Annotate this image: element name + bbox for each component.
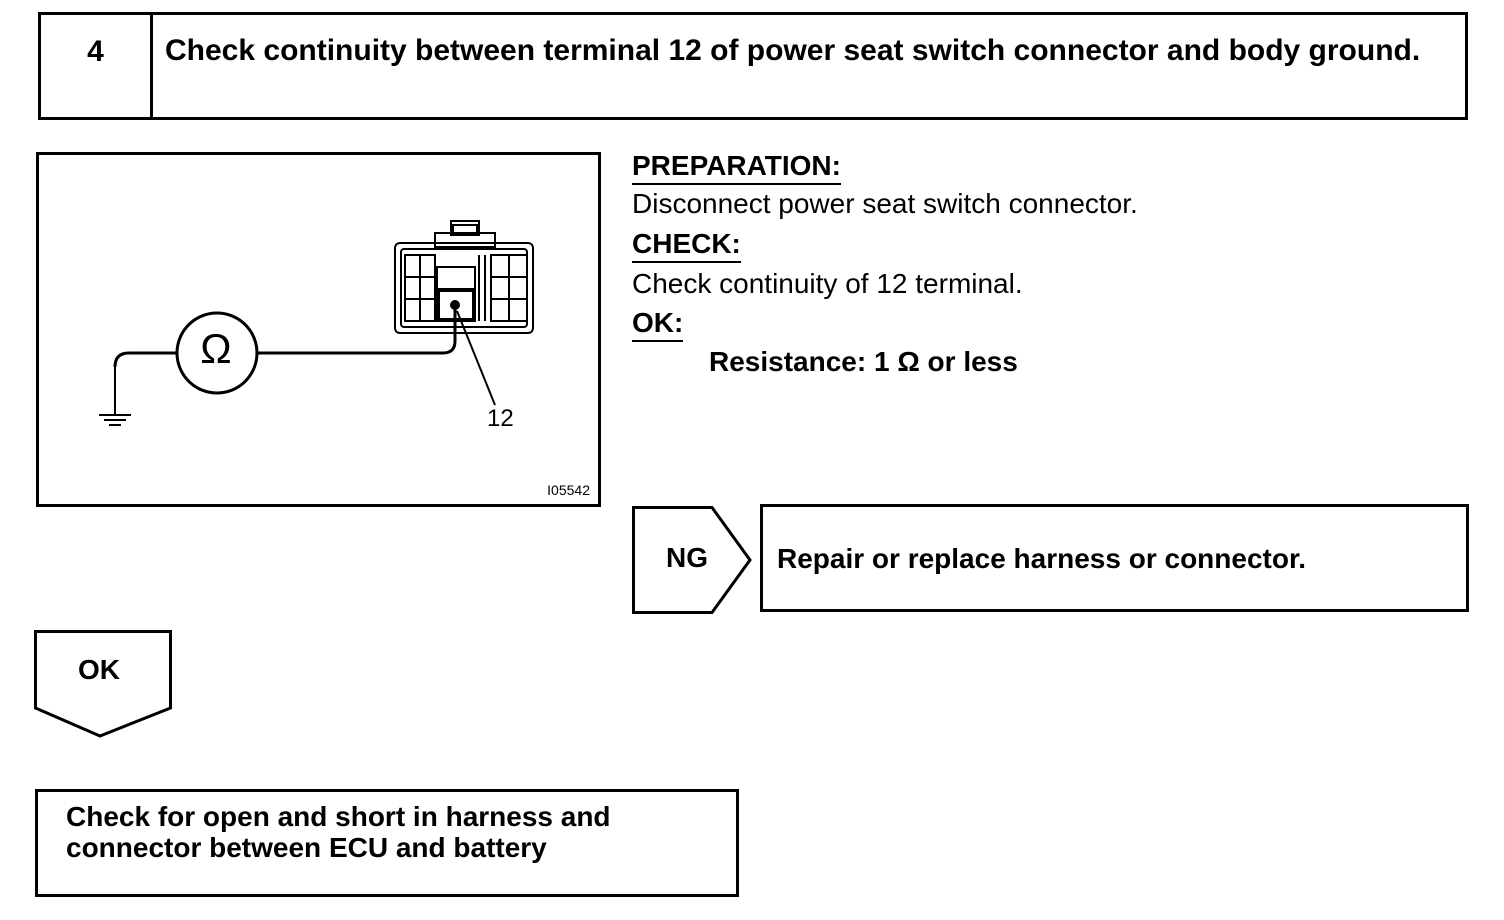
step-title: Check continuity between terminal 12 of … (165, 34, 1421, 67)
ng-branch-tag: NG (632, 506, 754, 614)
ok-arrow-icon (34, 630, 172, 738)
ok-branch-tag: OK (34, 630, 174, 740)
ok-specification: Resistance: 1 Ω or less (709, 346, 1018, 377)
step-number: 4 (41, 15, 153, 117)
terminal-lead (257, 305, 457, 355)
step-header: 4 Check continuity between terminal 12 o… (38, 12, 1468, 120)
ground-lead (113, 351, 177, 368)
ohm-symbol: Ω (200, 325, 232, 372)
figure-id: I05542 (547, 482, 590, 498)
preparation-text: Disconnect power seat switch connector. (632, 188, 1138, 219)
connector-icon (394, 220, 534, 334)
preparation-heading: PREPARATION: (632, 150, 841, 185)
ok-label: OK (78, 654, 120, 685)
terminal-leader-line (456, 310, 496, 406)
next-step-box: Check for open and short in harness and … (35, 789, 739, 897)
wiring-illustration: Ω 12 I05542 (36, 152, 601, 507)
ok-heading: OK: (632, 307, 684, 342)
ng-label: NG (666, 542, 708, 573)
check-heading: CHECK: (632, 228, 741, 263)
ng-action-box: Repair or replace harness or connector. (760, 504, 1469, 612)
check-text: Check continuity of 12 terminal. (632, 268, 1023, 299)
ground-icon (99, 367, 131, 426)
terminal-label: 12 (487, 405, 514, 432)
ng-arrow-icon (632, 506, 752, 614)
ohmmeter-diagram (99, 220, 534, 426)
terminal-12-point (450, 300, 460, 310)
